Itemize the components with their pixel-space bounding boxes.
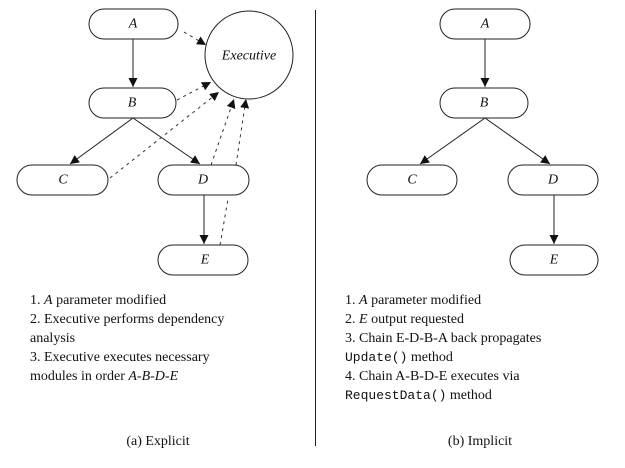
step: Update() method: [345, 348, 541, 367]
step-code: Update(): [345, 350, 408, 365]
step-text: output requested: [367, 312, 464, 327]
step-number: 3.: [30, 350, 44, 365]
step: 3. Chain E-D-B-A back propagates: [345, 329, 541, 348]
node-a: [88, 8, 179, 40]
explicit-steps: 1. A parameter modified 2. Executive per…: [30, 291, 224, 386]
step-italic: A: [44, 293, 53, 308]
step-text: Executive executes necessary: [44, 350, 210, 365]
edge-b-d: [132, 117, 201, 165]
step: 3. Executive executes necessary: [30, 348, 224, 367]
step-text: Chain A-B-D-E executes via: [359, 369, 520, 384]
edge-b-d: [484, 117, 551, 165]
edge-a-executive: [183, 31, 207, 46]
step-italic: E: [359, 312, 368, 327]
node-c-label: C: [407, 173, 417, 188]
node-c: [366, 164, 458, 196]
step: 4. Chain A-B-D-E executes via: [345, 367, 541, 386]
step: 2. Executive performs dependency: [30, 310, 224, 329]
step-text: method: [446, 388, 492, 403]
step: 1. A parameter modified: [345, 291, 541, 310]
node-d: [157, 164, 250, 196]
step-text: Chain E-D-B-A back propagates: [359, 331, 542, 346]
caption-implicit: (b) Implicit: [447, 434, 513, 449]
implicit-steps: 1. A parameter modified 2. E output requ…: [345, 291, 541, 405]
node-c-label: C: [58, 173, 68, 188]
step: RequestData() method: [345, 386, 541, 405]
edge-b-executive: [176, 81, 212, 101]
node-d-label: D: [547, 173, 558, 188]
step-number: 1.: [30, 293, 44, 308]
step-text: method: [407, 350, 453, 365]
step-text: analysis: [30, 331, 76, 346]
node-e-label: E: [200, 253, 210, 268]
node-b: [439, 87, 529, 119]
node-d: [507, 164, 599, 196]
step: 2. E output requested: [345, 310, 541, 329]
step: 1. A parameter modified: [30, 291, 224, 310]
step: modules in order A-B-D-E: [30, 367, 224, 386]
step-number: 4.: [345, 369, 359, 384]
step-text: parameter modified: [367, 293, 482, 308]
node-b: [88, 87, 177, 119]
node-c: [16, 164, 109, 196]
edge-c-executive: [109, 91, 220, 179]
node-b-label: B: [128, 96, 137, 111]
edge-b-c: [69, 117, 134, 165]
caption-explicit: (a) Explicit: [126, 434, 190, 449]
step-text: modules in order: [30, 369, 129, 384]
edge-d-executive-2: [235, 98, 250, 166]
step-number: 1.: [345, 293, 359, 308]
panel-implicit-graph: A B C D E: [366, 8, 599, 276]
edge-e-d: [219, 198, 229, 246]
node-e: [509, 244, 599, 276]
node-d-label: D: [197, 173, 208, 188]
step-number: 3.: [345, 331, 359, 346]
step-italic: A-B-D-E: [128, 369, 179, 384]
step-text: parameter modified: [52, 293, 167, 308]
step-number: 2.: [30, 312, 44, 327]
panel-divider: [315, 10, 316, 446]
step-number: 2.: [345, 312, 359, 327]
node-e: [157, 244, 249, 276]
node-b-label: B: [480, 96, 489, 111]
node-a-label: A: [480, 17, 490, 32]
step-code: RequestData(): [345, 388, 447, 403]
node-e-label: E: [549, 253, 559, 268]
node-a: [439, 8, 531, 40]
node-a-label: A: [128, 17, 138, 32]
edge-b-c: [419, 117, 486, 165]
step-text: Executive performs dependency: [44, 312, 225, 327]
executive-label: Executive: [221, 49, 276, 64]
edge-d-executive: [210, 98, 236, 166]
panel-explicit-graph: Executive A B C D E: [16, 8, 294, 276]
step-italic: A: [359, 293, 368, 308]
executive-node: [204, 10, 294, 100]
step: analysis: [30, 329, 224, 348]
